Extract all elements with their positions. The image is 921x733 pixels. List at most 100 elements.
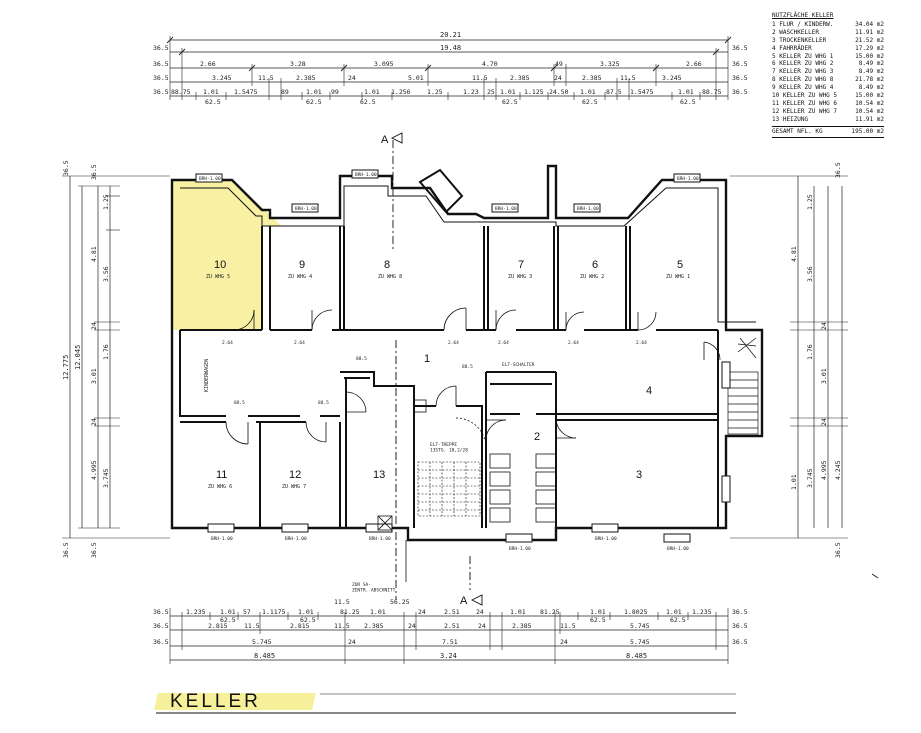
dim-label: 99 [331, 88, 339, 96]
dim-label: 1.8025 [624, 608, 648, 616]
dim-label: 1.01 [203, 88, 219, 96]
door-tag: 2.64 [294, 340, 305, 346]
walls [170, 164, 764, 542]
legend-row: 2 WASCHKELLER 11.91 m2 [772, 29, 884, 37]
room-subtitle: ZU WHG 4 [288, 274, 312, 280]
dim-label: 11.5 [334, 598, 350, 606]
legend-row-value: 8.49 m2 [858, 68, 884, 76]
dim-label: 57 [243, 608, 251, 616]
door-tag: 2.64 [222, 340, 233, 346]
dim-label: 24 [820, 322, 828, 330]
dim-edge: 36.5 [732, 608, 748, 616]
installation-shaft [377, 399, 427, 582]
window-tag: BRH-1.00 [355, 172, 377, 178]
dim-label: 3.745 [806, 468, 814, 488]
dim-label: 2.66 [686, 60, 702, 68]
dim-label: 88.75 [702, 88, 722, 96]
dim-label: 24.50 [549, 88, 569, 96]
legend-total: GESAMT NFL. KG 195.00 m2 [772, 125, 884, 138]
room-number: 6 [592, 259, 598, 271]
legend-row: 5 KELLER ZU WHG 1 15.00 m2 [772, 53, 884, 61]
dim-label: 24 [478, 622, 486, 630]
legend-row-value: 8.49 m2 [858, 84, 884, 92]
dim-label: 89 [281, 88, 289, 96]
dim-edge: 36.5 [153, 74, 169, 82]
dim-label: 1.125 [524, 88, 544, 96]
dim-label: 1.23 [463, 88, 479, 96]
dim-label: 62.5 [306, 98, 322, 106]
dim-label: 4.81 [790, 246, 798, 262]
door-tag: 88.5 [462, 364, 473, 370]
dim-label: 24 [418, 608, 426, 616]
legend-row-label: 12 KELLER ZU WHG 7 [772, 107, 838, 115]
dim-label: 1.01 [306, 88, 322, 96]
dim-label: 3.095 [374, 60, 394, 68]
dim-label: 1.01 [666, 608, 682, 616]
dim-label: 62.5 [502, 98, 518, 106]
door-tag: 2.64 [636, 340, 647, 346]
right-dimension-labels: 4.81 3.01 4.995 1.25 3.56 1.76 1.01 3.74… [790, 162, 842, 558]
dim-edge: 36.5 [153, 88, 169, 96]
room-subtitle: ZU WHG 7 [282, 484, 306, 490]
dim-label: 36.5 [90, 164, 98, 180]
dim-label: 49 [555, 60, 563, 68]
dim-inner-width: 19.48 [440, 44, 461, 52]
room-subtitle: ZU WHG 5 [206, 274, 230, 280]
room-number: 11 [216, 469, 227, 481]
legend-row-label: 7 KELLER ZU WHG 3 [772, 68, 834, 76]
dim-label: 4.995 [820, 460, 828, 480]
room-number: 2 [534, 431, 540, 443]
dim-label: 36.5 [834, 162, 842, 178]
bottom-dimension-chains [169, 608, 729, 664]
dim-label: 88.75 [171, 88, 191, 96]
dim-edge: 36.5 [153, 60, 169, 68]
dim-label: 24 [820, 418, 828, 426]
dim-label: 4.245 [834, 460, 842, 480]
door-tag: 88.5 [356, 356, 367, 362]
dim-label: 36.5 [834, 542, 842, 558]
legend-row-label: 5 KELLER ZU WHG 1 [772, 52, 834, 60]
legend-row-label: 10 KELLER ZU WHG 5 [772, 92, 838, 100]
legend-row-value: 11.91 m2 [855, 28, 884, 36]
door-swings [225, 307, 721, 449]
dim-label: 36.5 [62, 160, 70, 176]
dim-label: 24 [90, 322, 98, 330]
section-line-a [390, 132, 483, 606]
dim-label: 1.256 [391, 88, 411, 96]
legend-row-value: 15.00 m2 [855, 52, 884, 60]
dim-label: 1.01 [364, 88, 380, 96]
room-number: 9 [299, 259, 305, 271]
dim-label: 2.66 [200, 60, 216, 68]
room-number: 1 [424, 353, 430, 365]
dim-label: 1.235 [692, 608, 712, 616]
legend-row-label: 1 FLUR / KINDERW. [772, 20, 834, 28]
window-tag: BRH-1.00 [667, 546, 689, 552]
dim-label: 25 [487, 88, 495, 96]
legend-row-label: 13 HEIZUNG [772, 115, 809, 123]
dim-label: 3.245 [212, 74, 232, 82]
dim-edge: 36.5 [153, 638, 169, 646]
dim-label: 36.5 [62, 542, 70, 558]
dim-label: 3.56 [806, 266, 814, 282]
dim-label: 3.01 [820, 368, 828, 384]
dim-label: 3.01 [90, 368, 98, 384]
legend-row-label: 3 TROCKENKELLER [772, 36, 827, 44]
dim-edge: 36.5 [732, 44, 748, 52]
dim-label: 2.385 [582, 74, 602, 82]
legend-row-value: 10.54 m2 [855, 107, 884, 115]
bottom-dimension-labels: 36.5 36.5 36.5 36.5 36.5 36.5 1.235 1.01… [153, 598, 748, 660]
legend-row-label: 6 KELLER ZU WHG 2 [772, 60, 834, 68]
room-10-highlight [172, 180, 282, 330]
dim-label: 62.5 [205, 98, 221, 106]
dim-label: 7.51 [442, 638, 458, 646]
legend-total-value: 195.00 m2 [851, 127, 884, 135]
dim-label: 1.1175 [262, 608, 286, 616]
legend-row: 12 KELLER ZU WHG 7 10.54 m2 [772, 108, 884, 116]
legend-row-label: 2 WASCHKELLER [772, 28, 819, 36]
dim-label: 4.995 [90, 460, 98, 480]
dim-label: 62.5 [220, 616, 236, 624]
dim-label: 4.70 [482, 60, 498, 68]
window-tag: BRH-1.00 [295, 206, 317, 212]
